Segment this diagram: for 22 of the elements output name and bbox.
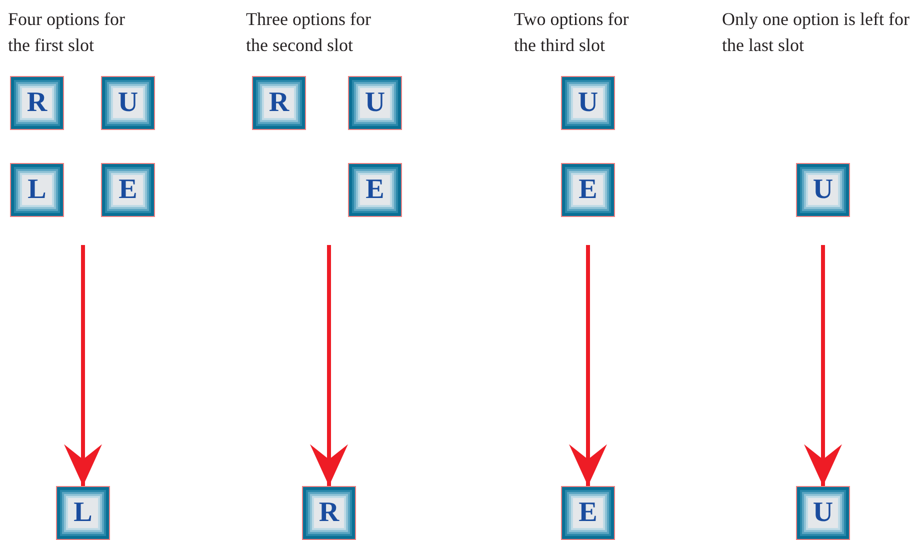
caption-text: Four options for the first slot [8, 8, 126, 57]
letter-tile: U [796, 486, 850, 540]
letter-tile: E [348, 163, 402, 217]
letter-tile: L [10, 163, 64, 217]
letter-tile: R [252, 76, 306, 130]
caption-text: Only one option is left for the last slot [722, 8, 910, 57]
letter-tile: U [561, 76, 615, 130]
caption-text: Two options for the third slot [514, 8, 630, 57]
letter-tile: E [101, 163, 155, 217]
letter-tile: U [348, 76, 402, 130]
letter-tile: U [796, 163, 850, 217]
letter-tile: E [561, 486, 615, 540]
letter-tile: L [56, 486, 110, 540]
caption-text: Three options for the second slot [246, 8, 372, 57]
letter-tile: U [101, 76, 155, 130]
letter-tile: R [10, 76, 64, 130]
arrow [64, 245, 102, 486]
arrow [569, 245, 607, 486]
letter-tile: R [302, 486, 356, 540]
letter-tile: E [561, 163, 615, 217]
arrow [310, 245, 348, 486]
arrow [804, 245, 842, 486]
